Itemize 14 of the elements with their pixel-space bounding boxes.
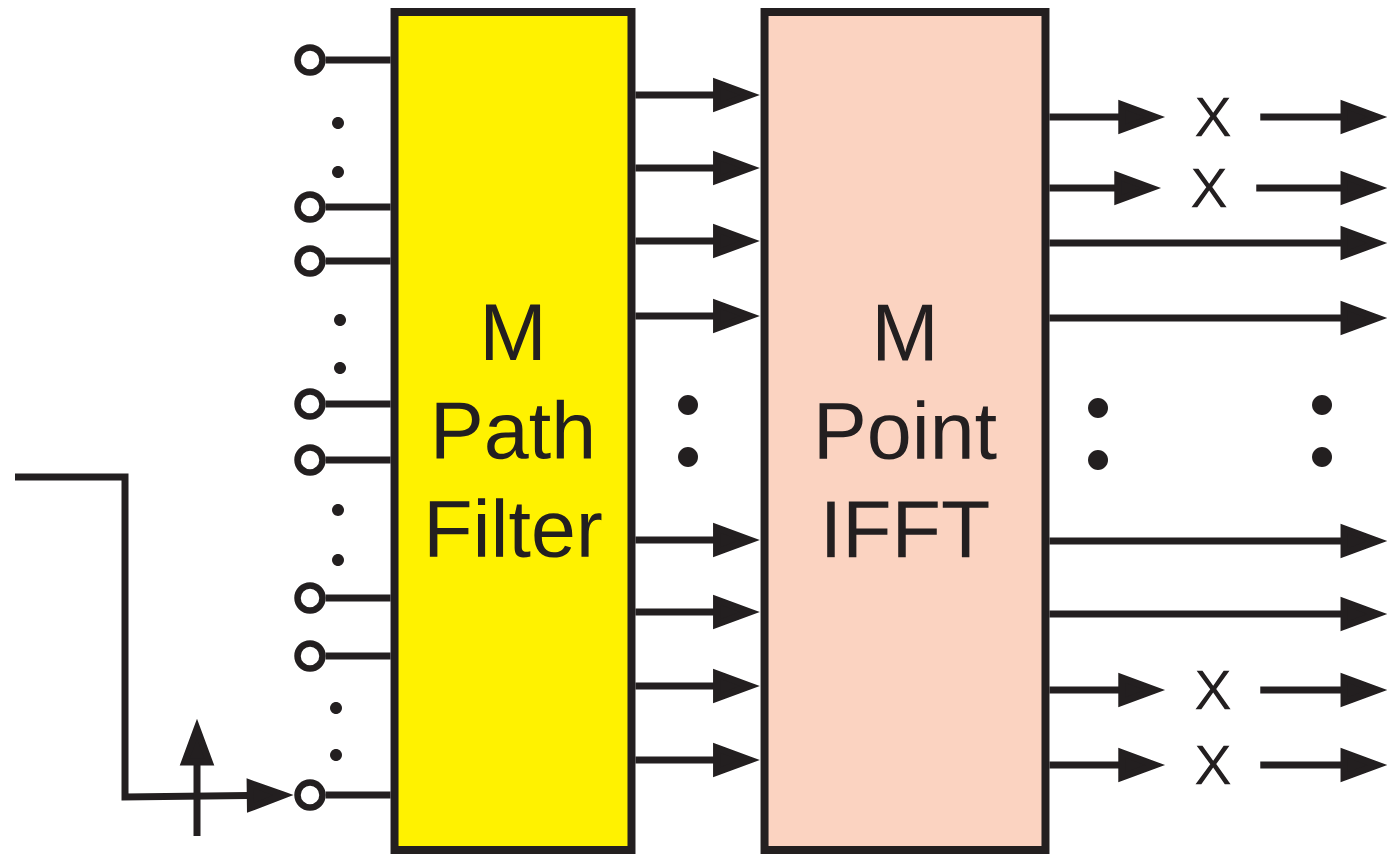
multiplier-symbol: X <box>1195 670 1231 710</box>
multiplier-symbol: X <box>1195 745 1231 785</box>
multiplier-symbol: X <box>1191 168 1227 208</box>
terminal-circle <box>294 779 326 811</box>
terminal-circle <box>294 245 326 277</box>
terminal-circle <box>294 582 326 614</box>
filter-box: M Path Filter <box>390 8 636 854</box>
terminal-circle <box>294 191 326 223</box>
terminal-circle <box>294 444 326 476</box>
ifft-box: M Point IFFT <box>760 8 1050 854</box>
terminal-circle <box>294 388 326 420</box>
multiplier-symbol: X <box>1195 97 1231 137</box>
terminal-circle <box>294 44 326 76</box>
terminal-circle <box>294 640 326 672</box>
